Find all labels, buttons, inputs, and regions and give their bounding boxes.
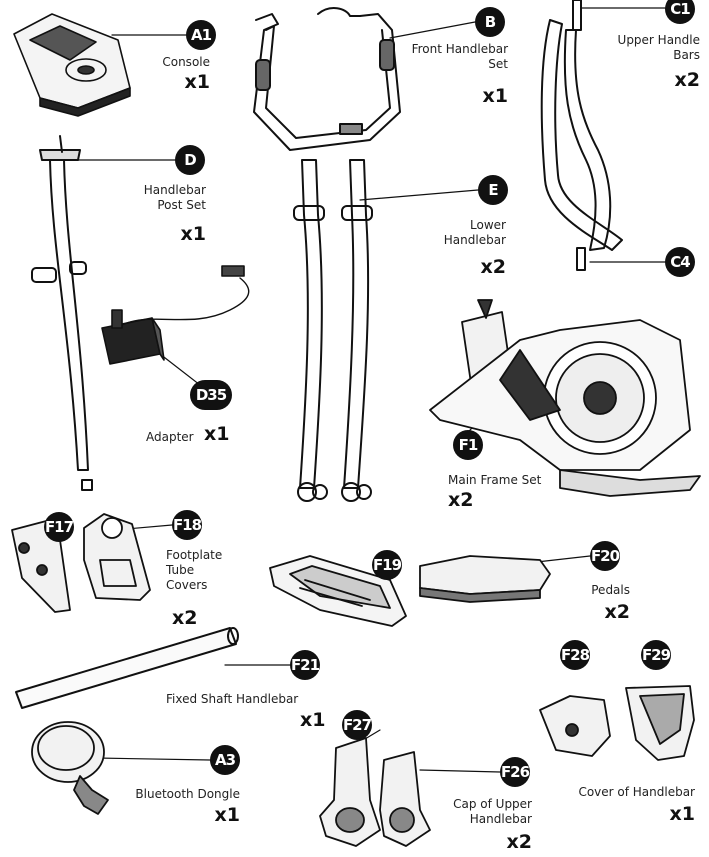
part-qty-front-handlebar-set: x1: [482, 85, 508, 107]
part-qty-footplate-tube-covers: x2: [172, 607, 198, 629]
part-name-fixed-shaft-handlebar: Fixed Shaft Handlebar: [166, 692, 299, 706]
part-badge-d: D: [175, 145, 205, 175]
part-badge-d35: D35: [190, 380, 232, 410]
part-qty-adapter: x1: [204, 423, 230, 445]
part-badge-c4: C4: [665, 247, 695, 277]
part-name-lower-handlebar: Lower Handlebar: [443, 218, 506, 247]
part-qty-cap-of-upper-handlebar: x2: [506, 831, 532, 853]
part-name-handlebar-post-set: Handlebar Post Set: [143, 183, 206, 212]
part-badge-f19: F19: [372, 550, 402, 580]
part-name-pedals: Pedals: [591, 583, 630, 597]
part-name-adapter: Adapter: [146, 430, 194, 444]
front-handlebar-drawing: [253, 7, 401, 151]
part-badge-f27: F27: [342, 710, 372, 740]
adapter-drawing: [101, 265, 250, 365]
part-name-cover-of-handlebar: Cover of Handlebar: [578, 785, 695, 799]
part-badge-f18: F18: [172, 510, 202, 540]
part-badge-a3: A3: [210, 745, 240, 775]
part-qty-cover-of-handlebar: x1: [669, 803, 695, 825]
part-badge-f20: F20: [590, 541, 620, 571]
part-badge-c1: C1: [665, 0, 695, 24]
lower-handlebar-drawing: [293, 159, 373, 502]
handlebar-post-drawing: [31, 135, 93, 491]
part-badge-f26: F26: [500, 757, 530, 787]
cover-of-handlebar-drawing: [539, 685, 695, 761]
part-badge-e: E: [478, 175, 508, 205]
cap-of-upper-handlebar-drawing: [319, 737, 431, 847]
part-name-console: Console: [162, 55, 210, 69]
part-badge-f1: F1: [453, 430, 483, 460]
part-name-cap-of-upper-handlebar: Cap of Upper Handlebar: [453, 797, 532, 826]
part-name-bluetooth-dongle: Bluetooth Dongle: [135, 787, 240, 801]
part-name-upper-handle-bars: Upper Handle Bars: [617, 33, 700, 62]
console-drawing: [13, 13, 131, 117]
part-qty-console: x1: [184, 71, 210, 93]
footplate-drawing: [269, 555, 407, 627]
fixed-shaft-drawing: [15, 627, 239, 709]
part-qty-main-frame-set: x2: [448, 489, 474, 511]
part-qty-bluetooth-dongle: x1: [214, 804, 240, 826]
part-qty-fixed-shaft-handlebar: x1: [300, 709, 326, 731]
part-qty-upper-handle-bars: x2: [674, 69, 700, 91]
part-name-main-frame-set: Main Frame Set: [448, 473, 542, 487]
pedal-drawing: [419, 555, 551, 603]
footplate-tube-covers-drawing: [11, 513, 151, 613]
part-badge-f21: F21: [290, 650, 320, 680]
upper-handle-bars-drawing: [540, 0, 623, 271]
part-badge-f28: F28: [560, 640, 590, 670]
part-badge-f17: F17: [44, 512, 74, 542]
part-badge-b: B: [475, 7, 505, 37]
part-name-front-handlebar-set: Front Handlebar Set: [411, 42, 508, 71]
bluetooth-dongle-drawing: [31, 721, 109, 815]
part-name-footplate-tube-covers: Footplate Tube Covers: [166, 548, 223, 592]
part-badge-a1: A1: [186, 20, 216, 50]
part-qty-lower-handlebar: x2: [480, 256, 506, 278]
part-badge-f29: F29: [641, 640, 671, 670]
main-frame-drawing: [429, 299, 701, 497]
part-qty-handlebar-post-set: x1: [180, 223, 206, 245]
part-qty-pedals: x2: [604, 601, 630, 623]
